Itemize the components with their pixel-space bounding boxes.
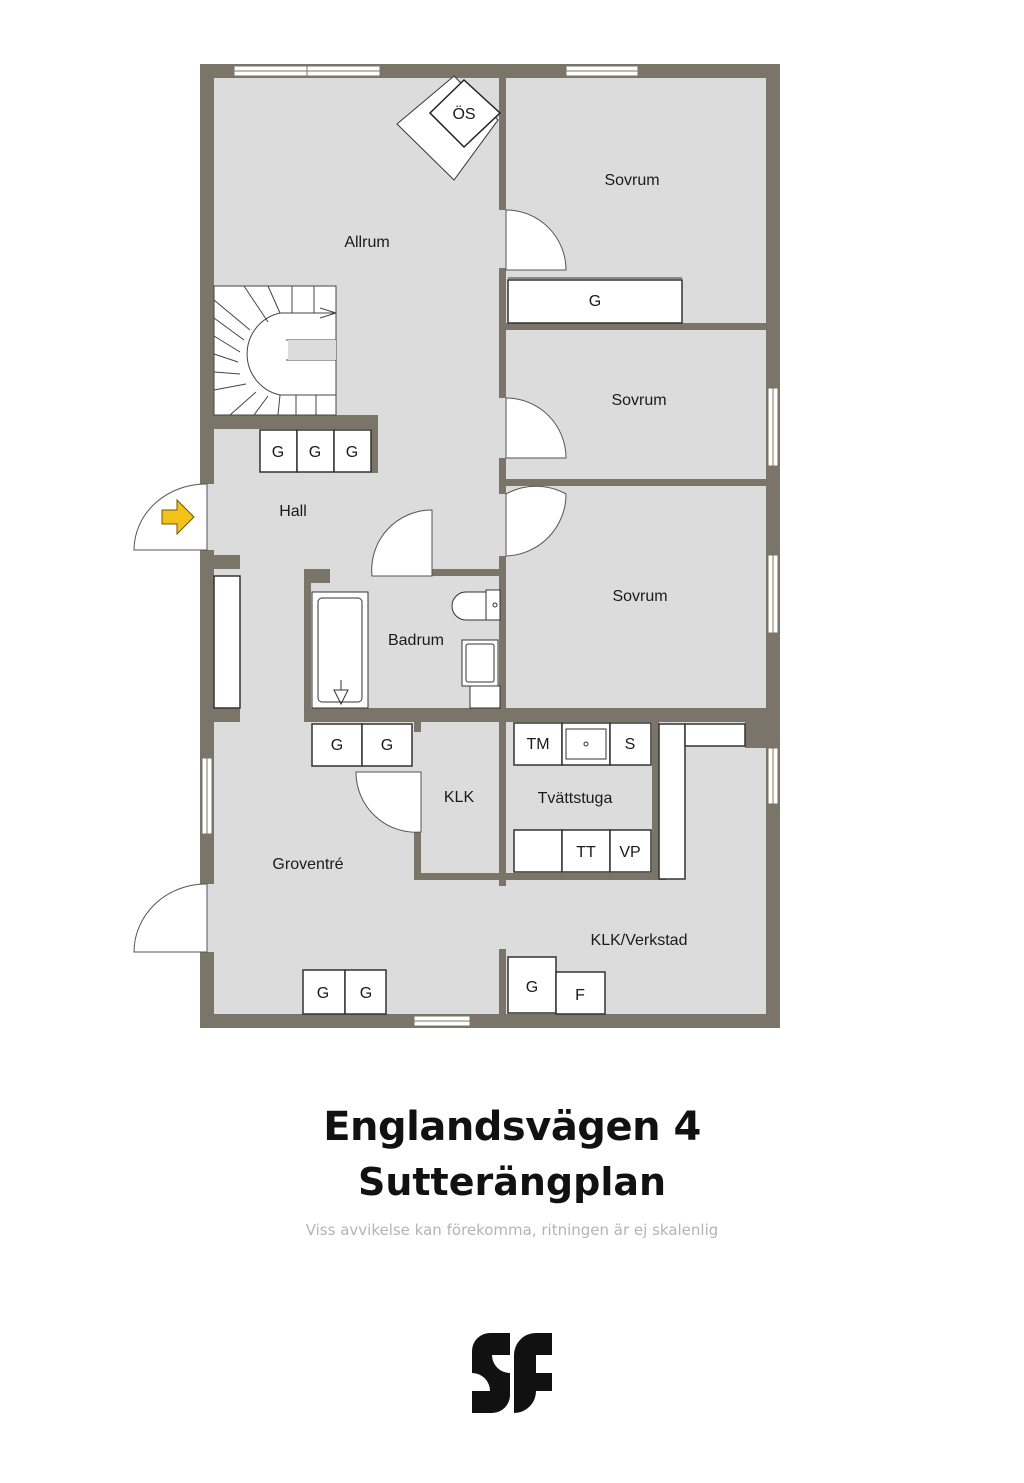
- room-label-klk: KLK: [444, 789, 475, 806]
- workshop-fixtures: [507, 956, 606, 1015]
- tiled-stove: [396, 75, 502, 181]
- room-label-hall: Hall: [279, 503, 307, 520]
- groventre-wardrobe-label-2: G: [381, 737, 393, 754]
- room-label-badrum: Badrum: [388, 632, 444, 649]
- wardrobe-label: G: [589, 293, 601, 310]
- groventre-wardrobes: [302, 723, 413, 1015]
- bathtub: [311, 591, 369, 709]
- floor-plan: ÖS G G G G G G G G: [133, 64, 780, 1028]
- groventre-wardrobe-label-1: G: [331, 737, 343, 754]
- room-label-sovrum-2: Sovrum: [611, 392, 666, 409]
- hall-bench: [213, 575, 241, 709]
- floor-subtitle: Sutterängplan: [357, 1160, 667, 1204]
- groventre-wardrobe-label-4: G: [360, 985, 372, 1002]
- laundry-tm-label: TM: [526, 736, 549, 753]
- entrance-arrow-icon: [161, 498, 195, 536]
- stove-label: ÖS: [452, 105, 475, 123]
- laundry-fixtures: [513, 722, 746, 880]
- toilet: [451, 589, 501, 621]
- address-title: Englandsvägen 4: [323, 1104, 701, 1150]
- workshop-f-label: F: [575, 987, 585, 1004]
- windows: [201, 65, 779, 1027]
- interior-walls: [214, 78, 780, 1014]
- sink: [461, 639, 501, 709]
- hall-wardrobes: [259, 429, 372, 473]
- room-label-sovrum-1: Sovrum: [604, 172, 659, 189]
- staircase: [213, 285, 337, 416]
- room-label-sovrum-3: Sovrum: [612, 588, 667, 605]
- room-label-allrum: Allrum: [344, 234, 389, 251]
- laundry-vp-label: VP: [619, 844, 640, 861]
- brand-logo: [472, 1333, 552, 1413]
- hall-wardrobe-label-2: G: [309, 444, 321, 461]
- workshop-g-label: G: [526, 979, 538, 996]
- room-label-groventre: Groventré: [272, 856, 343, 873]
- scale-disclaimer: Viss avvikelse kan förekomma, ritningen …: [305, 1221, 719, 1239]
- logo-right-shape: [514, 1333, 552, 1413]
- laundry-s-label: S: [625, 736, 636, 753]
- laundry-tt-label: TT: [576, 844, 596, 861]
- wardrobe-sovrum: [507, 277, 683, 324]
- room-label-klk-verkstad: KLK/Verkstad: [591, 932, 688, 949]
- room-label-tvattstuga: Tvättstuga: [538, 790, 613, 807]
- hall-wardrobe-label-3: G: [346, 444, 358, 461]
- hall-wardrobe-label-1: G: [272, 444, 284, 461]
- logo-left-shape: [472, 1333, 510, 1413]
- groventre-wardrobe-label-3: G: [317, 985, 329, 1002]
